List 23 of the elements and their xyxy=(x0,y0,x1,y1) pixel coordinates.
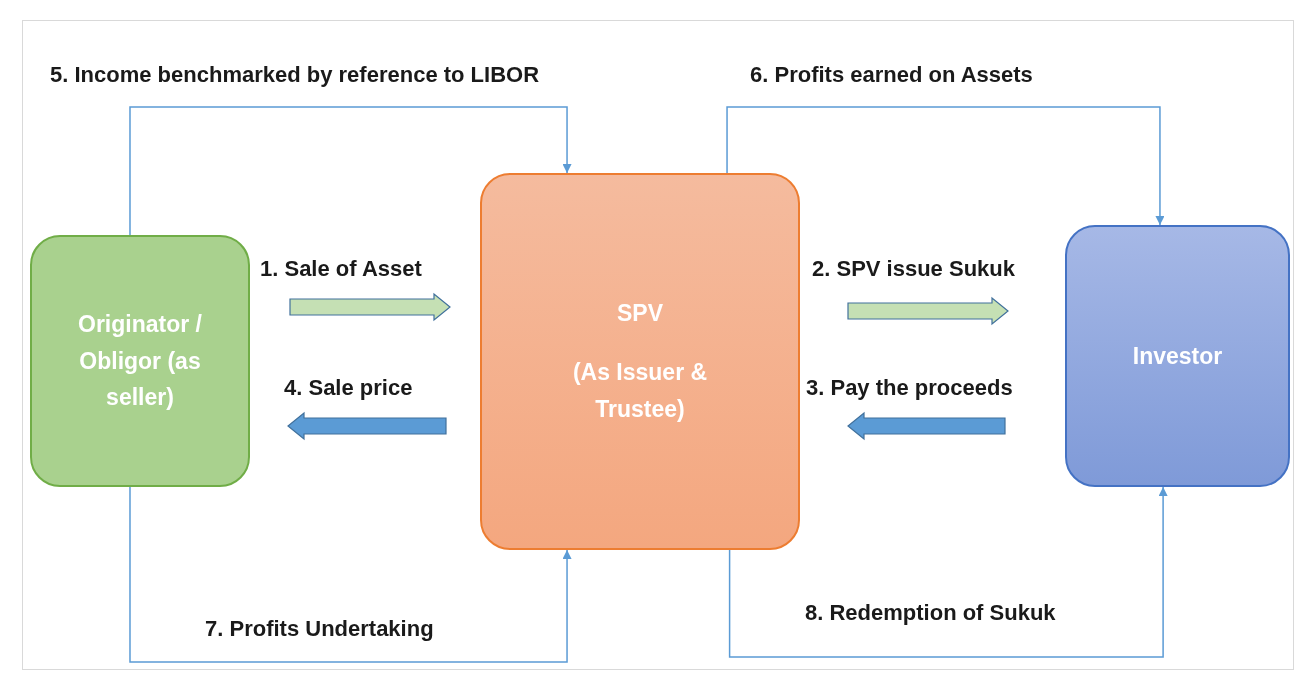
connector-arrow xyxy=(728,486,1168,658)
edge-label: 8. Redemption of Sukuk xyxy=(805,600,1056,626)
edge-label: 6. Profits earned on Assets xyxy=(750,62,1033,88)
connector-arrow xyxy=(726,106,1165,226)
block-arrow xyxy=(847,411,1006,441)
node-text: Investor xyxy=(1132,341,1223,371)
edge-label: 4. Sale price xyxy=(284,375,413,401)
node-text: Originator / Obligor (as seller) xyxy=(77,309,203,413)
rounded-box xyxy=(480,173,800,550)
rounded-box xyxy=(1065,225,1290,487)
connector-arrow xyxy=(129,486,572,663)
edge-label: 7. Profits Undertaking xyxy=(205,616,434,642)
edge-label: 5. Income benchmarked by reference to LIBOR xyxy=(50,62,540,88)
edge-label: 3. Pay the proceeds xyxy=(806,375,1013,401)
edge-label: 1. Sale of Asset xyxy=(260,256,422,282)
node-text: SPV xyxy=(617,299,663,329)
block-arrow xyxy=(289,292,451,322)
rounded-box xyxy=(30,235,250,487)
node-text: (As Issuer & Trustee) xyxy=(571,358,709,424)
block-arrow xyxy=(847,296,1009,326)
block-arrow xyxy=(287,411,447,441)
connector-arrow xyxy=(129,106,572,236)
edge-label: 2. SPV issue Sukuk xyxy=(812,256,1015,282)
